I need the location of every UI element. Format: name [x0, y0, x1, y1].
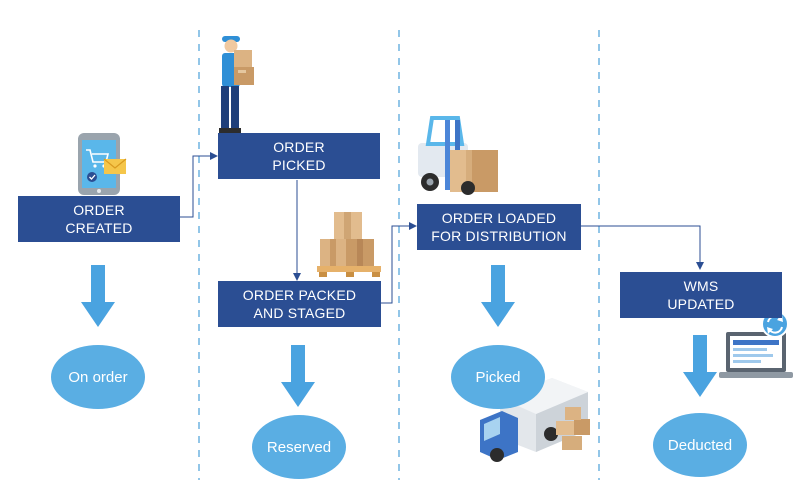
box-line: ORDER: [73, 202, 125, 218]
connector-packed-to-loaded: [381, 225, 410, 304]
stage-box-wms-updated: WMS UPDATED: [620, 272, 782, 318]
boxes-pallet-icon: [317, 212, 381, 277]
status-picked: Picked: [451, 345, 545, 409]
status-reserved: Reserved: [252, 415, 346, 479]
stage-box-order-created: ORDER CREATED: [18, 196, 180, 242]
box-line: WMS: [683, 278, 719, 294]
box-line: UPDATED: [667, 296, 735, 312]
status-arrows: [81, 265, 717, 407]
stage-box-order-loaded: ORDER LOADED FOR DISTRIBUTION: [417, 204, 581, 250]
box-line: PICKED: [272, 157, 326, 173]
down-arrow-2: [281, 345, 315, 407]
status-on-order: On order: [51, 345, 145, 409]
box-line: ORDER LOADED: [441, 210, 557, 226]
box-line: ORDER: [273, 139, 325, 155]
forklift-icon: [418, 116, 498, 195]
box-line: AND STAGED: [253, 305, 346, 321]
worker-icon: [219, 36, 254, 133]
box-line: ORDER PACKED: [242, 287, 357, 303]
down-arrow-1: [81, 265, 115, 327]
connectors: [180, 155, 701, 304]
stage-box-order-packed: ORDER PACKED AND STAGED: [218, 281, 381, 327]
connector-created-to-picked: [180, 155, 212, 218]
connector-loaded-to-wms: [581, 225, 701, 262]
connector-arrowheads: [210, 152, 704, 281]
box-line: CREATED: [65, 220, 133, 236]
arrowhead-loaded: [409, 222, 417, 230]
down-arrow-3: [481, 265, 515, 327]
arrowhead-wms: [696, 262, 704, 270]
arrowhead-picked: [210, 152, 218, 160]
truck-icon: [480, 378, 590, 462]
status-deducted: Deducted: [653, 413, 747, 477]
laptop-sync-icon: [719, 310, 793, 378]
column-dividers: [198, 30, 600, 480]
box-line: FOR DISTRIBUTION: [431, 228, 567, 244]
arrowhead-packed: [293, 273, 301, 281]
stage-box-order-picked: ORDER PICKED: [218, 133, 380, 179]
down-arrow-4: [683, 335, 717, 397]
phone-cart-icon: [78, 133, 127, 195]
